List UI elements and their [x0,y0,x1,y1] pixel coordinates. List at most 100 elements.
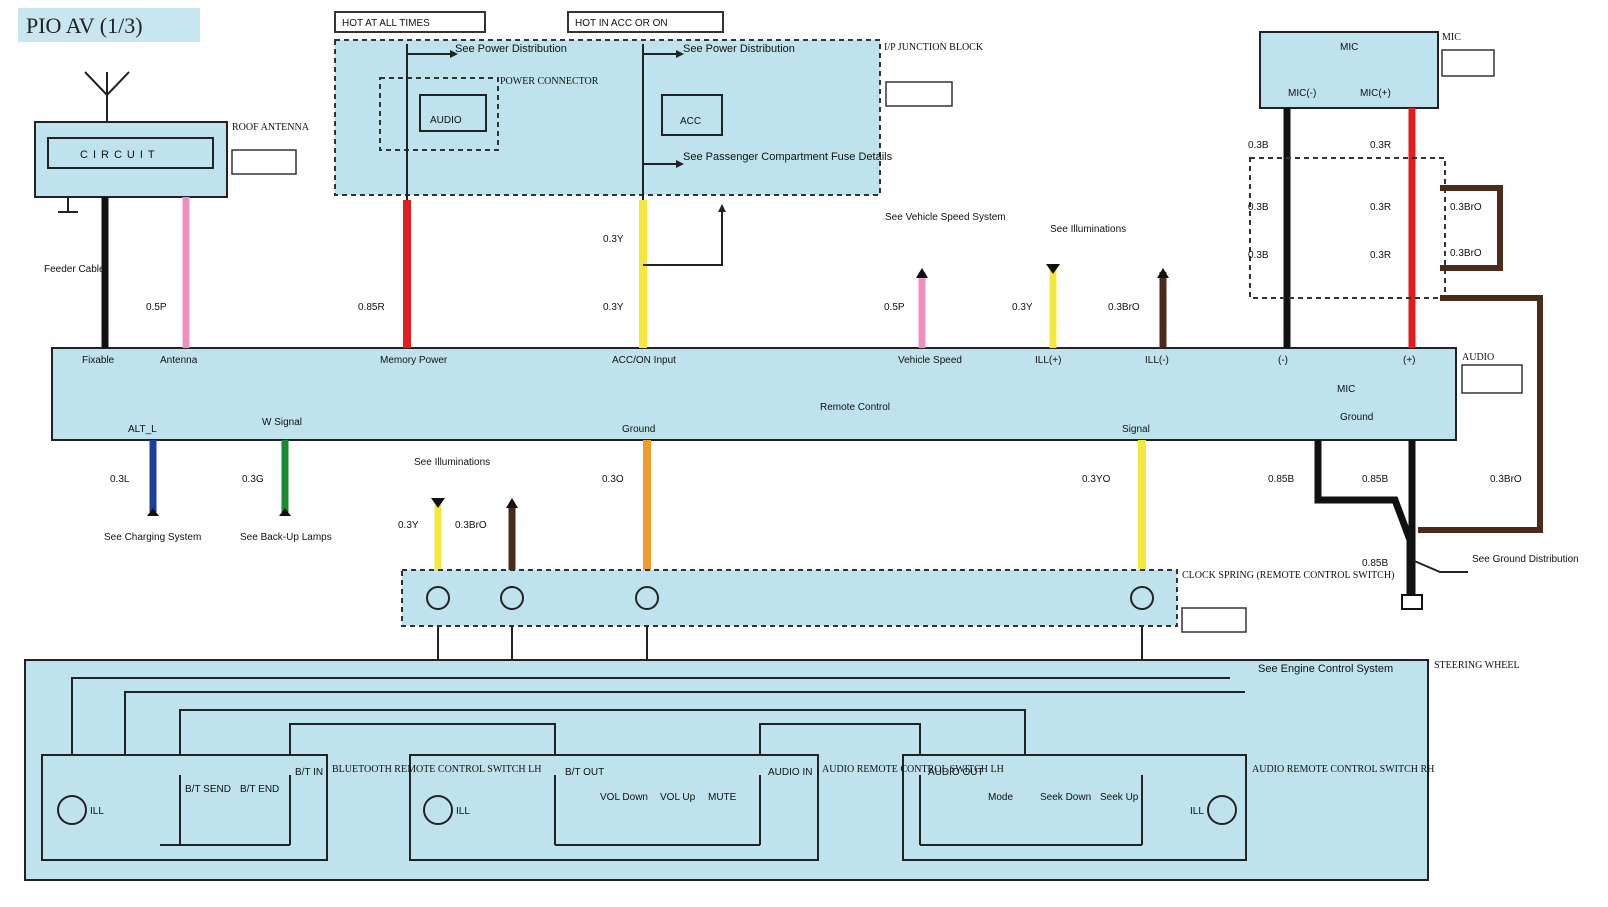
fuse-2-label: ACC [680,116,701,127]
steering-wheel-label: STEERING WHEEL [1434,660,1520,671]
code-gnd1: 0.85B [1268,474,1294,485]
bt-out-label: B/T OUT [565,767,604,778]
arrow-ill-plus [1046,264,1060,274]
audio-in-label: AUDIO IN [768,767,812,778]
mic-plus-label: MIC(+) [1360,88,1391,99]
code-low-br: 0.3BrO [455,520,487,531]
code-il-br: 0.3BrO [1108,302,1140,313]
clock-spring-label: CLOCK SPRING (REMOTE CONTROL SWITCH) [1182,570,1394,581]
pin-antenna: Antenna [160,355,198,366]
engine-note: See Engine Control System [1258,663,1393,675]
sw-bus-5 [759,723,921,755]
power-connector-box [379,77,499,151]
bt-end-label: B/T END [240,784,279,795]
ground-point-icon [1401,594,1423,610]
code-red: 0.85R [358,302,385,313]
code-mic-b2: 0.3B [1248,202,1269,213]
illum-note-bottom: See Illuminations [414,457,490,468]
power-connector-label: POWER CONNECTOR [500,76,599,87]
sw-bus-4 [289,723,556,755]
charging-note: See Charging System [104,532,201,543]
audio-lh-switch-box [409,754,819,861]
arrow-alt-l [147,508,159,516]
ijb-ref-box [885,81,953,107]
fuse-box-1 [419,94,487,132]
seek-down-label: Seek Down [1040,792,1091,803]
code-gnd4: 0.85B [1362,558,1388,569]
vehicle-speed-note: See Vehicle Speed System [885,212,1006,223]
audio-unit [51,347,1457,441]
circuit-box [47,137,214,169]
mic-minus-label: MIC(-) [1288,88,1316,99]
pin-ill-plus: ILL(+) [1035,355,1061,366]
code-mic-b3: 0.3B [1248,250,1269,261]
fuse-box-2 [661,94,723,136]
code-il-y: 0.3Y [1012,302,1033,313]
code-green: 0.3G [242,474,264,485]
lamp-label-3: ILL [1190,806,1204,817]
arrow-w-signal [279,508,291,516]
pin-mic-plus: (+) [1403,355,1416,366]
clock-spring-box [401,569,1178,627]
pin-fixable: Fixable [82,355,115,366]
pin-signal: Signal [1122,424,1150,435]
code-mic-br2: 0.3BrO [1450,248,1482,259]
code-pink: 0.5P [146,302,167,313]
bt-in-label: B/T IN [295,767,323,778]
power-dist-note-2: See Power Distribution [683,43,795,55]
lamp-icon-2 [423,795,453,825]
clock-spring-coil-3 [635,586,659,610]
arrow-low-ill-minus [506,498,518,508]
supply-label-1: HOT AT ALL TIMES [342,18,430,29]
ground-dist-branch [1411,559,1468,573]
code-mic-r2: 0.3R [1370,202,1391,213]
sw-bus-3 [179,709,1026,755]
code-blue: 0.3L [110,474,130,485]
clock-spring-coil-1 [426,586,450,610]
page-title: PIO AV (1/3) [26,13,143,38]
antenna-icon [84,71,130,97]
feeder-cable-label: Feeder Cable [44,264,105,275]
supply-tab-2 [567,11,724,33]
pin-alt-l: ALT_L [128,424,157,435]
code-vs: 0.5P [884,302,905,313]
bluetooth-switch-label: BLUETOOTH REMOTE CONTROL SWITCH LH [332,764,541,775]
roof-antenna-label: ROOF ANTENNA [232,122,310,133]
backup-note: See Back-Up Lamps [240,532,332,543]
sw-bus-2 [124,691,1245,755]
mic-label: MIC [1442,32,1461,43]
mic-shield-box [1249,157,1446,299]
mode-label: Mode [988,792,1013,803]
vol-up-label: VOL Up [660,792,696,803]
bluetooth-switch-box [41,754,328,861]
clock-spring-coil-2 [500,586,524,610]
pin-remote-control: Remote Control [820,402,890,413]
mic-ref-box [1441,49,1495,77]
sw-bus-1 [71,677,1230,755]
pin-mic-minus: (-) [1278,355,1288,366]
supply-label-2: HOT IN ACC OR ON [575,18,668,29]
circuit-label: CIRCUIT [80,149,160,161]
ground-dist-note: See Ground Distribution [1472,554,1579,565]
power-dist-note-1: See Power Distribution [455,43,567,55]
mic-pin-group-label: MIC [1337,384,1355,395]
switch-contacts [160,775,1143,846]
arrow-vehicle-speed [916,268,928,278]
arrow-ill-minus [1157,268,1169,278]
pin-vehicle-speed: Vehicle Speed [898,355,962,366]
junction-block [334,39,881,196]
arrow-head-1 [450,50,458,58]
code-mic-r1: 0.3R [1370,140,1391,151]
audio-lh-switch-label: AUDIO REMOTE CONTROL SWITCH LH [822,764,1004,775]
seek-up-label: Seek Up [1100,792,1139,803]
wire-acc-branch [643,210,723,266]
pin-ground-right: Ground [1340,412,1373,423]
arrow-head-2 [676,50,684,58]
pin-ground: Ground [622,424,655,435]
code-orange: 0.3O [602,474,624,485]
clock-spring-ref-box [1181,607,1247,633]
code-mic-r3: 0.3R [1370,250,1391,261]
vol-down-label: VOL Down [600,792,648,803]
arrow-head-3 [676,160,684,168]
